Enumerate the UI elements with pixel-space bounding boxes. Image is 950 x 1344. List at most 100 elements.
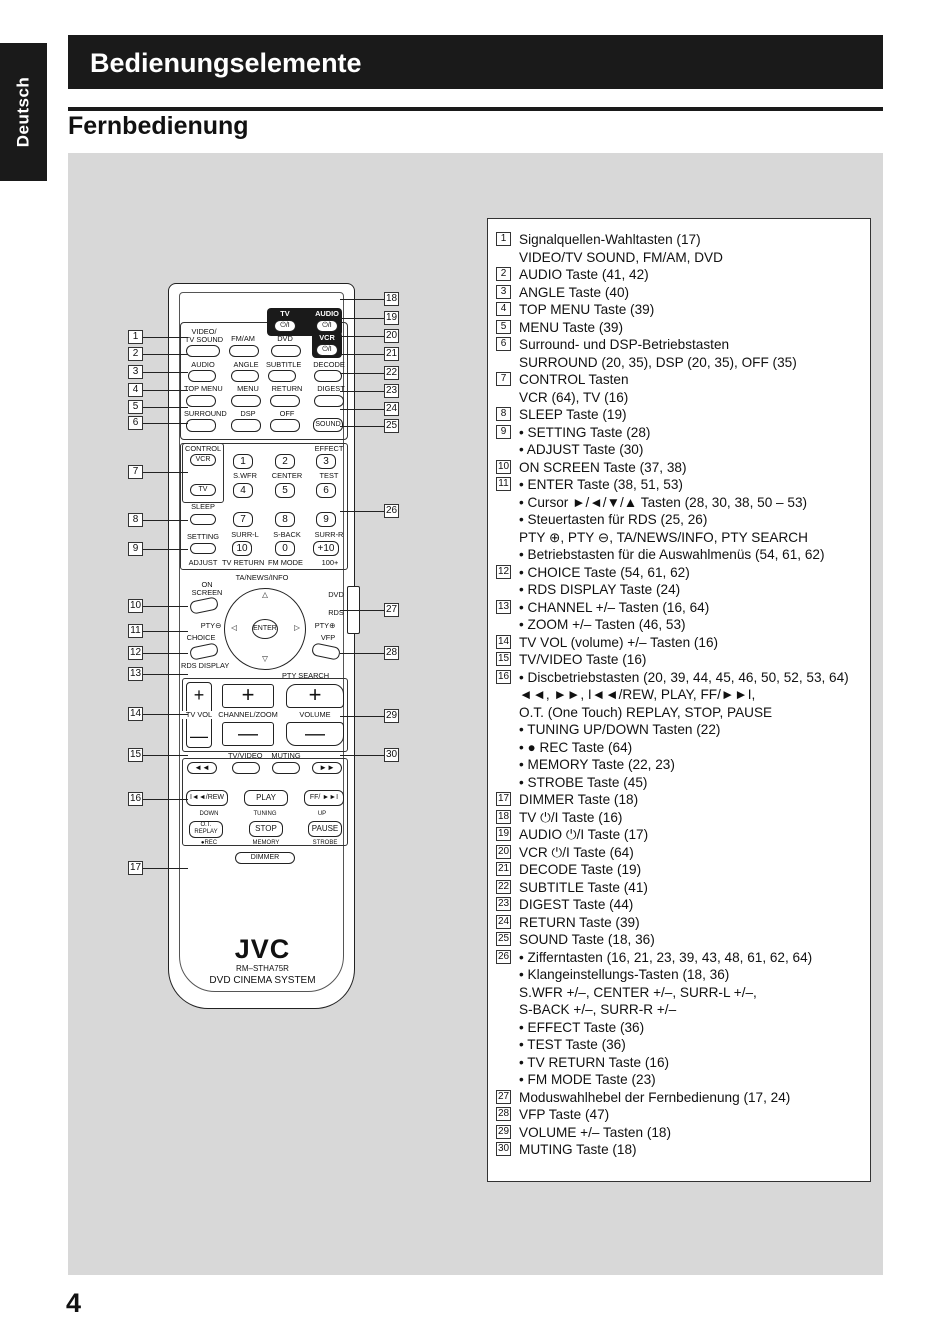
legend-text: • ENTER Taste (38, 51, 53) <box>519 477 683 492</box>
legend-item: • ADJUST Taste (30) <box>496 441 862 459</box>
volume-minus-button <box>286 722 344 746</box>
legend-item: ◄◄, ►►, I◄◄/REW, PLAY, FF/►►I, <box>496 686 862 704</box>
off-label: OFF <box>279 409 295 418</box>
leader-line <box>340 716 384 717</box>
leader-line <box>340 299 384 300</box>
legend-item: PTY ⊕, PTY ⊖, TA/NEWS/INFO, PTY SEARCH <box>496 529 862 547</box>
legend-text: RETURN Taste (39) <box>519 914 640 930</box>
legend-text: PTY ⊕, PTY ⊖, TA/NEWS/INFO, PTY SEARCH <box>519 529 808 545</box>
legend-text: • CHOICE Taste (54, 61, 62) <box>519 564 690 580</box>
callout-2: 2 <box>128 347 143 361</box>
legend-number: 16 <box>496 669 511 684</box>
legend-text: VFP Taste (47) <box>519 1107 610 1122</box>
dsp-button <box>231 419 261 432</box>
callout-16: 16 <box>128 792 143 806</box>
callout-10: 10 <box>128 599 143 613</box>
leader-line <box>143 354 188 355</box>
ff-button: FF/ ►►I <box>304 790 344 806</box>
leader-line <box>340 610 384 611</box>
legend-text: • RDS DISPLAY Taste (24) <box>519 582 681 597</box>
adjust-label: ADJUST <box>188 558 218 567</box>
digit-8-button: 8 <box>275 512 295 527</box>
volume-plus-icon: + <box>308 682 322 707</box>
legend-text: VIDEO/TV SOUND, FM/AM, DVD <box>519 249 723 265</box>
legend-number: 29 <box>496 1124 511 1139</box>
subtitle-label: SUBTITLE <box>266 360 302 369</box>
legend-text: VOLUME +/– Tasten (18) <box>519 1124 671 1140</box>
legend-item: • FM MODE Taste (23) <box>496 1071 862 1089</box>
vfp-label: VFP <box>320 633 336 642</box>
legend-number: 1 <box>496 232 511 246</box>
legend-number: 9 <box>496 424 511 439</box>
callout-20: 20 <box>384 329 399 343</box>
legend-number: 8 <box>496 407 511 421</box>
legend-text: Surround- und DSP-Betriebstasten <box>519 337 730 352</box>
legend-number: 14 <box>496 634 511 649</box>
ta-news-info-label: TA/NEWS/INFO <box>235 573 289 582</box>
enter-button: ENTER <box>252 619 278 639</box>
setting-label: SETTING <box>186 532 220 541</box>
system-name: DVD CINEMA SYSTEM <box>209 975 316 986</box>
callout-7: 7 <box>128 465 143 479</box>
up-label: UP <box>317 811 327 817</box>
tv-return-label: TV RETURN <box>222 558 265 567</box>
legend-number: 25 <box>496 932 511 946</box>
legend-item: S.WFR +/–, CENTER +/–, SURR-L +/–, <box>496 984 862 1002</box>
sleep-button <box>190 514 216 525</box>
legend-number: 15 <box>496 652 511 666</box>
legend-item: 11• ENTER Taste (38, 51, 53) <box>496 476 862 494</box>
channel-plus-button <box>222 684 274 708</box>
cursor-right-icon: ▷ <box>294 623 300 632</box>
callout-21: 21 <box>384 347 399 361</box>
callout-5: 5 <box>128 400 143 414</box>
digit-3-button: 3 <box>316 454 336 469</box>
leader-line <box>143 472 188 473</box>
legend-number: 3 <box>496 284 511 299</box>
digit-0-button: 0 <box>275 541 295 556</box>
legend-text: MUTING Taste (18) <box>519 1142 637 1157</box>
callout-6: 6 <box>128 416 143 430</box>
legend-item: 29 VOLUME +/– Tasten (18) <box>496 1124 862 1142</box>
choice-label: CHOICE <box>186 633 216 642</box>
tv-vol-minus-icon: — <box>190 726 208 746</box>
legend-text: VCR (64), TV (16) <box>519 389 629 405</box>
digit-5-button: 5 <box>275 483 295 498</box>
rewind-button: ◄◄ <box>187 762 217 774</box>
legend-text: DIMMER Taste (18) <box>519 792 639 807</box>
legend-text: S.WFR +/–, CENTER +/–, SURR-L +/–, <box>519 984 757 1000</box>
language-tab-label: Deutsch <box>13 76 33 148</box>
fast-forward-button: ►► <box>312 762 342 774</box>
video-tv-sound-label: VIDEO/ TV SOUND <box>184 327 224 344</box>
callout-29: 29 <box>384 709 399 723</box>
audio-btn-label: AUDIO <box>191 360 215 369</box>
legend-text: • ZOOM +/– Tasten (46, 53) <box>519 617 686 632</box>
tv-video-button <box>232 762 260 774</box>
leader-line <box>340 391 384 392</box>
callout-23: 23 <box>384 384 399 398</box>
leader-line <box>143 407 188 408</box>
page-number: 4 <box>66 1288 82 1318</box>
legend-number: 30 <box>496 1142 511 1156</box>
leader-line <box>143 755 188 756</box>
effect-label: EFFECT <box>314 444 344 453</box>
menu-button <box>231 395 261 407</box>
legend-text: Signalquellen-Wahltasten (17) <box>519 232 701 247</box>
audio-power-button: ⏻/I <box>316 320 338 332</box>
angle-label: ANGLE <box>233 360 259 369</box>
fm-am-label: FM/AM <box>231 334 255 343</box>
callout-28: 28 <box>384 646 399 660</box>
section-title: Bedienungselemente <box>90 48 362 78</box>
legend-item: 30 MUTING Taste (18) <box>496 1141 862 1159</box>
legend-item: • MEMORY Taste (22, 23) <box>496 756 862 774</box>
digit-9-button: 9 <box>316 512 336 527</box>
leader-line <box>340 653 384 654</box>
legend-number: 10 <box>496 459 511 474</box>
legend-item: • EFFECT Taste (36) <box>496 1019 862 1037</box>
